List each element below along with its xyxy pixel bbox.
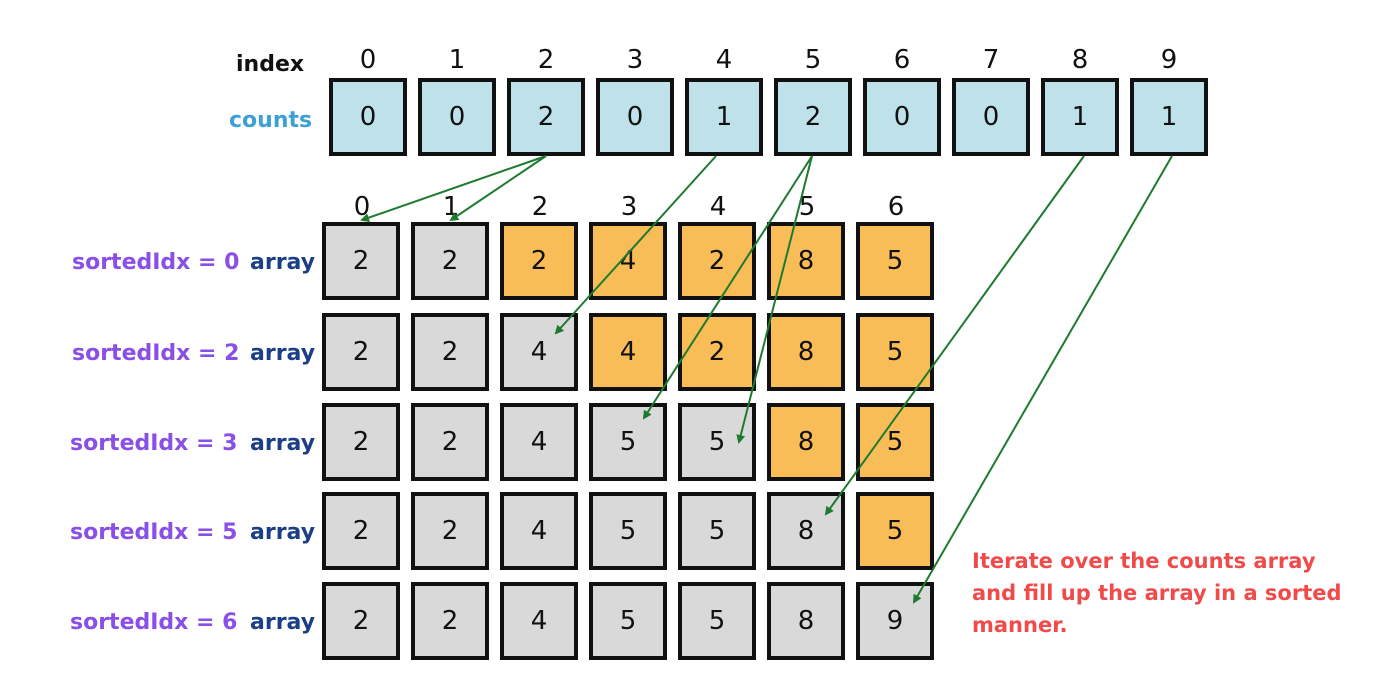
array-cell: 8 (767, 313, 845, 391)
array-cell: 2 (322, 403, 400, 481)
sorted-idx-label: sortedIdx = 2 (72, 341, 240, 366)
array-cell: 2 (322, 222, 400, 300)
array-index-number: 0 (353, 192, 371, 222)
counts-label: counts (229, 108, 313, 133)
counts-cell: 0 (418, 78, 496, 156)
array-cell: 4 (500, 582, 578, 660)
array-cell: 8 (767, 403, 845, 481)
array-cell: 8 (767, 492, 845, 570)
array-cell: 2 (411, 222, 489, 300)
counts-cell: 0 (596, 78, 674, 156)
index-number: 5 (804, 45, 822, 75)
counts-cell: 2 (507, 78, 585, 156)
counts-cell: 1 (1041, 78, 1119, 156)
array-index-number: 2 (531, 192, 549, 222)
array-index-number: 5 (798, 192, 816, 222)
array-label: array (250, 431, 316, 456)
array-cell: 5 (678, 403, 756, 481)
explanation-note: Iterate over the counts array and fill u… (972, 545, 1342, 641)
array-cell: 2 (322, 492, 400, 570)
note-line: manner. (972, 613, 1068, 637)
array-cell: 5 (678, 492, 756, 570)
index-number: 7 (982, 45, 1000, 75)
array-cell: 2 (411, 313, 489, 391)
array-cell: 5 (678, 582, 756, 660)
array-cell: 5 (589, 403, 667, 481)
array-cell: 5 (856, 222, 934, 300)
array-cell: 4 (589, 313, 667, 391)
index-number: 1 (448, 45, 466, 75)
sorted-idx-label: sortedIdx = 3 (70, 431, 238, 456)
array-cell: 4 (500, 492, 578, 570)
note-line: Iterate over the counts array (972, 549, 1316, 573)
array-cell: 2 (322, 313, 400, 391)
array-cell: 5 (589, 582, 667, 660)
index-number: 3 (626, 45, 644, 75)
array-cell: 2 (322, 582, 400, 660)
counts-cell: 1 (685, 78, 763, 156)
sorted-idx-label: sortedIdx = 5 (70, 520, 238, 545)
counts-cell: 0 (329, 78, 407, 156)
array-label: array (250, 341, 316, 366)
array-label: array (250, 250, 316, 275)
counts-cell: 0 (863, 78, 941, 156)
index-number: 2 (537, 45, 555, 75)
array-cell: 4 (500, 403, 578, 481)
index-number: 0 (359, 45, 377, 75)
sorted-idx-label: sortedIdx = 0 (72, 250, 240, 275)
array-cell: 8 (767, 222, 845, 300)
array-index-number: 4 (709, 192, 727, 222)
array-cell: 2 (500, 222, 578, 300)
array-cell: 2 (678, 222, 756, 300)
arrow (912, 155, 1173, 604)
index-number: 6 (893, 45, 911, 75)
array-cell: 9 (856, 582, 934, 660)
index-label: index (236, 52, 305, 77)
array-cell: 5 (589, 492, 667, 570)
array-cell: 5 (856, 403, 934, 481)
array-label: array (250, 610, 316, 635)
array-label: array (250, 520, 316, 545)
array-cell: 4 (589, 222, 667, 300)
index-number: 4 (715, 45, 733, 75)
array-index-number: 6 (887, 192, 905, 222)
array-cell: 8 (767, 582, 845, 660)
index-number: 8 (1071, 45, 1089, 75)
array-cell: 5 (856, 492, 934, 570)
array-cell: 4 (500, 313, 578, 391)
array-cell: 2 (411, 403, 489, 481)
array-index-number: 1 (442, 192, 460, 222)
counts-cell: 1 (1130, 78, 1208, 156)
array-index-number: 3 (620, 192, 638, 222)
array-cell: 5 (856, 313, 934, 391)
array-cell: 2 (678, 313, 756, 391)
sorted-idx-label: sortedIdx = 6 (70, 610, 238, 635)
array-cell: 2 (411, 492, 489, 570)
counts-cell: 2 (774, 78, 852, 156)
note-line: and fill up the array in a sorted (972, 581, 1342, 605)
array-cell: 2 (411, 582, 489, 660)
index-number: 9 (1160, 45, 1178, 75)
counts-cell: 0 (952, 78, 1030, 156)
